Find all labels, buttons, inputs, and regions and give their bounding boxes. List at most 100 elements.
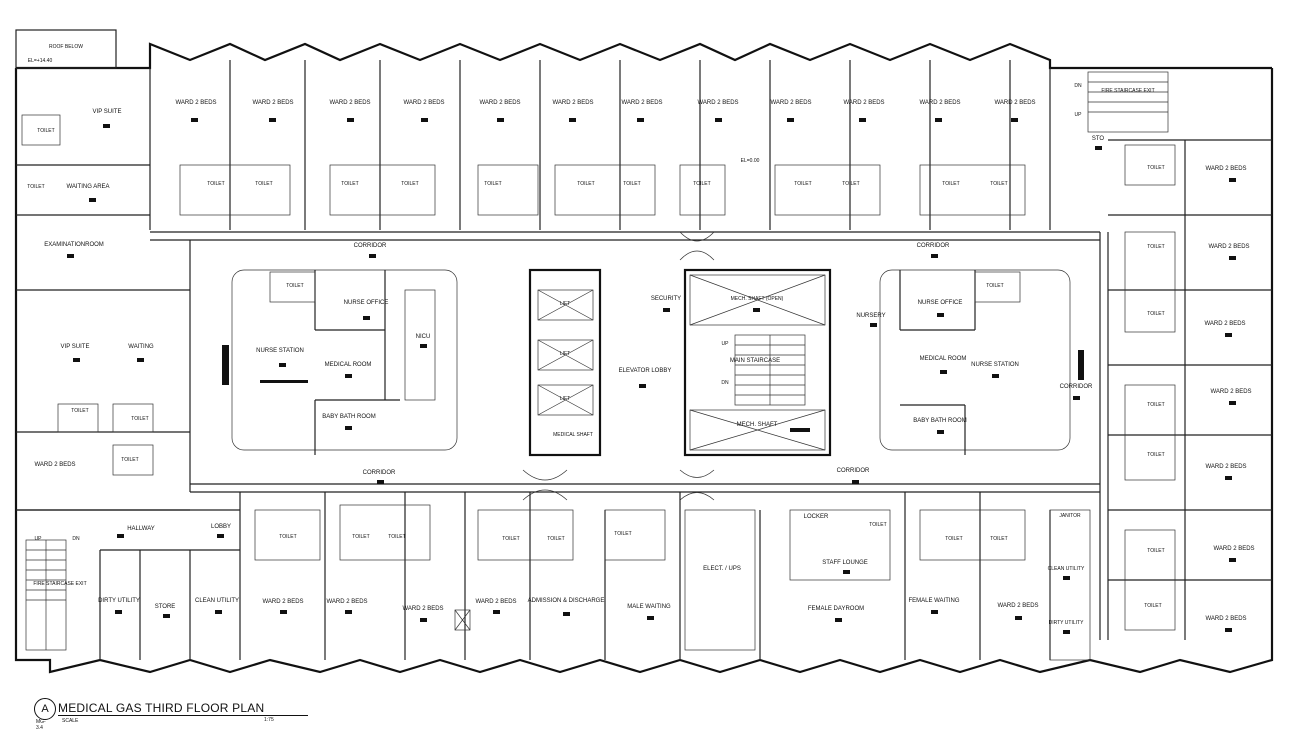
- toilet-label: TOILET: [484, 181, 501, 187]
- room-tag-marker: [347, 118, 354, 122]
- room-tag-marker: [191, 118, 198, 122]
- room-tag-marker: [715, 118, 722, 122]
- roof-el-label: EL=+14.40: [28, 58, 53, 64]
- room-tag-marker: [937, 430, 944, 434]
- ward-2-beds-label: WARD 2 BEDS: [621, 100, 662, 106]
- room-tag-marker: [563, 612, 570, 616]
- room-tag-marker: [843, 570, 850, 574]
- right-wards: [1087, 71, 1272, 640]
- ward-2-beds-label: WARD 2 BEDS: [997, 603, 1038, 609]
- toilet-label: TOILET: [1144, 603, 1161, 609]
- dn-core-label: DN: [721, 380, 729, 386]
- room-tag-marker: [103, 124, 110, 128]
- room-tag-marker: [937, 313, 944, 317]
- room-tag-marker: [1011, 118, 1018, 122]
- room-tag-marker: [117, 534, 124, 538]
- exam-room-label: EXAMINATIONROOM: [44, 242, 104, 248]
- ward-2-beds-label: WARD 2 BEDS: [1210, 389, 1251, 395]
- female-waiting-label: FEMALE WAITING: [908, 598, 959, 604]
- room-tag-marker: [1095, 146, 1102, 150]
- dirty-utility-left-label: DIRTY UTILITY: [98, 598, 140, 604]
- outer-walls: [14, 29, 1274, 674]
- lift-2-label: LIFT: [560, 351, 570, 357]
- room-tag-marker: [89, 198, 96, 202]
- room-tag-marker: [215, 610, 222, 614]
- corridor-right-label: CORRIDOR: [1060, 384, 1093, 390]
- toilet-ns-left-label: TOILET: [286, 283, 303, 289]
- up-left-label: UP: [35, 536, 43, 542]
- nursery-label: NURSERY: [856, 313, 885, 319]
- room-tag-marker: [1229, 178, 1236, 182]
- security-label: SECURITY: [651, 296, 681, 302]
- female-dayroom-label: FEMALE DAYROOM: [808, 606, 864, 612]
- room-tag-marker: [73, 358, 80, 362]
- nurse-office-left-label: NURSE OFFICE: [344, 300, 389, 306]
- store-label: STORE: [155, 604, 176, 610]
- toilet-label: TOILET: [1147, 311, 1164, 317]
- ward-2-beds-label: WARD 2 BEDS: [252, 100, 293, 106]
- toilet-label: TOILET: [577, 181, 594, 187]
- core: [522, 231, 832, 501]
- lift-3-label: LIFT: [560, 396, 570, 402]
- room-tag-marker: [637, 118, 644, 122]
- ward-2-beds-label: WARD 2 BEDS: [1205, 166, 1246, 172]
- hallway-label: HALLWAY: [127, 526, 155, 532]
- top-ward-partitions: [179, 60, 1026, 230]
- ward-2-beds-label: WARD 2 BEDS: [843, 100, 884, 106]
- nurse-office-right-label: NURSE OFFICE: [918, 300, 963, 306]
- toilet-label: TOILET: [388, 534, 405, 540]
- ward-2-beds-label: WARD 2 BEDS: [1213, 546, 1254, 552]
- up-right-label: UP: [1075, 112, 1083, 118]
- ward-2-beds-label: WARD 2 BEDS: [479, 100, 520, 106]
- lift-1-label: LIFT: [560, 301, 570, 307]
- scale-value: 1:75: [264, 717, 274, 723]
- bottom-rooms: [239, 492, 1091, 661]
- room-tag-marker: [859, 118, 866, 122]
- title-marker: A: [34, 698, 56, 720]
- toilet-label: TOILET: [352, 534, 369, 540]
- room-tag-marker: [1225, 476, 1232, 480]
- toilet-ns-right-label: TOILET: [986, 283, 1003, 289]
- room-tag-marker: [1229, 256, 1236, 260]
- toilet-label: TOILET: [547, 536, 564, 542]
- sheet-number: MG-3.4: [36, 719, 46, 731]
- toilet-label: TOILET: [207, 181, 224, 187]
- left-block: [16, 114, 240, 660]
- room-tag-marker: [217, 534, 224, 538]
- room-tag-marker: [115, 610, 122, 614]
- room-tag-marker: [569, 118, 576, 122]
- room-tag-marker: [269, 118, 276, 122]
- ward-2-beds-label: WARD 2 BEDS: [919, 100, 960, 106]
- toilet-l1-label: TOILET: [71, 408, 88, 414]
- room-tag-marker: [369, 254, 376, 258]
- fire-stair-left-label: FIRE STAIRCASE EXIT: [33, 581, 86, 587]
- room-tag-marker: [67, 254, 74, 258]
- room-tag-marker: [345, 610, 352, 614]
- room-tag-marker: [1229, 558, 1236, 562]
- corridor-bottom-left-label: CORRIDOR: [363, 470, 396, 476]
- male-waiting-label: MALE WAITING: [627, 604, 671, 610]
- corridor-top-right-label: CORRIDOR: [917, 243, 950, 249]
- room-tag-marker: [1225, 628, 1232, 632]
- toilet-vip2-label: TOILET: [27, 184, 44, 190]
- room-tag-marker: [835, 618, 842, 622]
- toilet-label: TOILET: [279, 534, 296, 540]
- nurse-station-left-label: NURSE STATION: [256, 348, 304, 354]
- el-mark-label: EL=0.00: [741, 158, 760, 164]
- central-left: [222, 269, 458, 455]
- room-tag-marker: [137, 358, 144, 362]
- room-tag-marker: [497, 118, 504, 122]
- room-tag-marker: [345, 426, 352, 430]
- room-tag-marker: [1073, 396, 1080, 400]
- ward-2-beds-label: WARD 2 BEDS: [994, 100, 1035, 106]
- dn-left-label: DN: [72, 536, 80, 542]
- fire-stair-right-label: FIRE STAIRCASE EXIT: [1101, 88, 1154, 94]
- ward-2-beds-label: WARD 2 BEDS: [326, 599, 367, 605]
- room-tag-marker: [345, 374, 352, 378]
- toilet-l3-label: TOILET: [121, 457, 138, 463]
- ward-2-beds-label: WARD 2 BEDS: [262, 599, 303, 605]
- room-tag-marker: [279, 363, 286, 367]
- room-tag-marker: [639, 384, 646, 388]
- room-tag-marker: [1063, 576, 1070, 580]
- medical-room-left-label: MEDICAL ROOM: [325, 362, 372, 368]
